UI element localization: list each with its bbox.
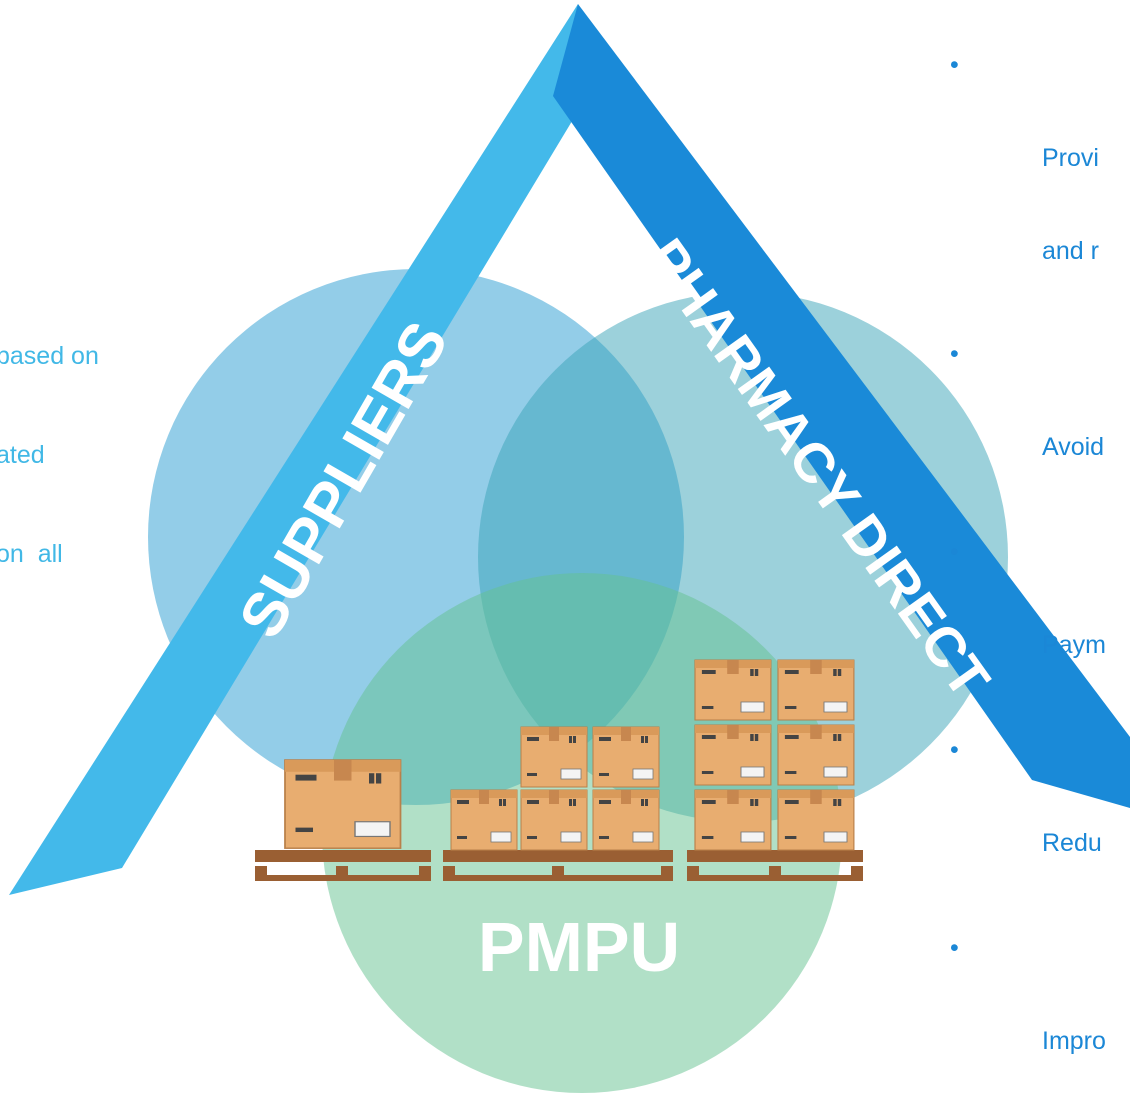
diagram-svg: SUPPLIERS PHARMACY DIRECT [9,4,1130,1093]
list-item: • Impro [950,933,1106,1119]
cardboard-box-icon [694,789,772,851]
list-item-text: Impro [1042,1027,1106,1055]
pmpu-label: PMPU [478,908,680,986]
wooden-pallet-icon [255,850,431,881]
list-item-text: Avoid [1042,433,1105,461]
bullet-marker: • [950,340,959,368]
left-text-line: based on [0,342,99,370]
list-item-text: and r [1042,237,1099,265]
left-text-line: on all [0,540,63,568]
bullet-marker: • [950,736,959,764]
list-item: • Redu [950,735,1106,921]
diagram-stage: SUPPLIERS PHARMACY DIRECT [0,4,1130,1093]
left-description-text: based on ated on all [0,274,99,637]
wooden-pallet-icon [687,850,863,881]
cardboard-box-icon [777,724,855,786]
list-item-text: Paym [1042,631,1106,659]
bullet-marker: • [950,538,959,566]
list-item: • Paym [950,537,1106,723]
list-item: • Avoid [950,339,1106,525]
cardboard-box-icon [520,726,588,788]
cardboard-box-icon [694,724,772,786]
cardboard-box-icon [284,759,402,850]
cardboard-box-icon [777,789,855,851]
list-item: • Provi and r [950,50,1106,329]
cardboard-box-icon [592,726,660,788]
cardboard-box-icon [694,659,772,721]
bullet-marker: • [950,934,959,962]
wooden-pallet-icon [443,850,673,881]
benefits-bullet-list: • Provi and r • Avoid • Paym • Redu • Im… [950,50,1106,1119]
bullet-marker: • [950,51,959,79]
cardboard-box-icon [592,789,660,851]
cardboard-box-icon [450,789,518,851]
suppliers-band [9,4,595,895]
list-item-text: Redu [1042,829,1102,857]
pharmacy-direct-band [553,4,1130,808]
cardboard-box-icon [520,789,588,851]
list-item-text: Provi [1042,144,1099,172]
cardboard-box-icon [777,659,855,721]
left-text-line: ated [0,441,45,469]
